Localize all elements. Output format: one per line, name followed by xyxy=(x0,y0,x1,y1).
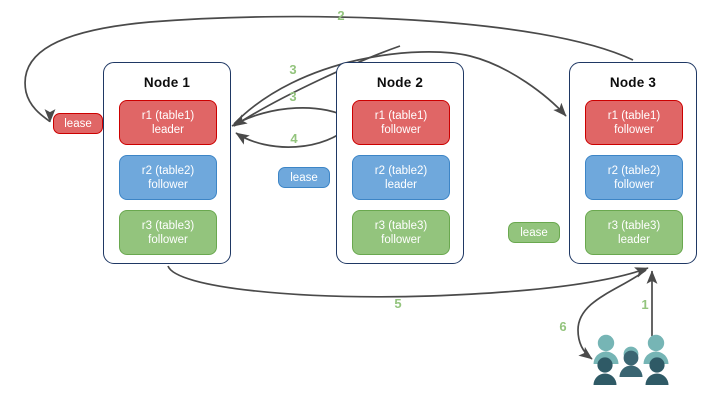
replica-node1-r1[interactable]: r1 (table1)leader xyxy=(119,100,217,145)
edge-step-6 xyxy=(577,269,647,360)
replica-role: follower xyxy=(614,123,654,136)
step-3a-label: 3 xyxy=(289,62,297,77)
replica-node3-r1[interactable]: r1 (table1)follower xyxy=(585,100,683,145)
group-of-people-icon xyxy=(593,334,669,385)
lease-green[interactable]: lease xyxy=(508,222,560,243)
replica-name: r2 (table2) xyxy=(141,164,195,177)
replica-role: follower xyxy=(381,123,421,136)
edge-node1-to-node3 xyxy=(233,51,567,125)
replica-name: r1 (table1) xyxy=(607,109,661,122)
node-title: Node 2 xyxy=(376,75,424,90)
replica-node2-r2[interactable]: r2 (table2)leader xyxy=(352,155,450,200)
replica-node3-r2[interactable]: r2 (table2)follower xyxy=(585,155,683,200)
replica-name: r3 (table3) xyxy=(141,219,195,232)
edge-step-3-lower xyxy=(231,107,353,127)
replica-role: follower xyxy=(614,178,654,191)
step-3b-label: 3 xyxy=(289,89,297,104)
replica-name: r3 (table3) xyxy=(374,219,428,232)
step-1-label: 1 xyxy=(641,297,649,312)
replica-name: r1 (table1) xyxy=(374,109,428,122)
step-4-label: 4 xyxy=(290,131,298,146)
replica-role: leader xyxy=(618,233,650,246)
replica-role: leader xyxy=(385,178,417,191)
edge-step-2 xyxy=(24,15,634,123)
replica-role: follower xyxy=(148,178,188,191)
replica-node2-r3[interactable]: r3 (table3)follower xyxy=(352,210,450,255)
lease-blue[interactable]: lease xyxy=(278,167,330,188)
replica-node1-r2[interactable]: r2 (table2)follower xyxy=(119,155,217,200)
step-5-label: 5 xyxy=(394,296,402,311)
replica-node1-r3[interactable]: r3 (table3)follower xyxy=(119,210,217,255)
node-title: Node 3 xyxy=(609,75,657,90)
replica-role: leader xyxy=(152,123,184,136)
replica-name: r1 (table1) xyxy=(141,109,195,122)
step-2-label: 2 xyxy=(337,8,345,23)
lease-red[interactable]: lease xyxy=(53,113,103,134)
replica-name: r2 (table2) xyxy=(607,164,661,177)
edge-step-3-upper xyxy=(233,45,401,127)
node-title: Node 1 xyxy=(143,75,191,90)
edge-step-5 xyxy=(167,265,649,298)
replica-name: r2 (table2) xyxy=(374,164,428,177)
replica-name: r3 (table3) xyxy=(607,219,661,232)
step-6-label: 6 xyxy=(559,319,567,334)
replica-node3-r3[interactable]: r3 (table3)leader xyxy=(585,210,683,255)
replica-role: follower xyxy=(381,233,421,246)
replica-node2-r1[interactable]: r1 (table1)follower xyxy=(352,100,450,145)
replica-role: follower xyxy=(148,233,188,246)
